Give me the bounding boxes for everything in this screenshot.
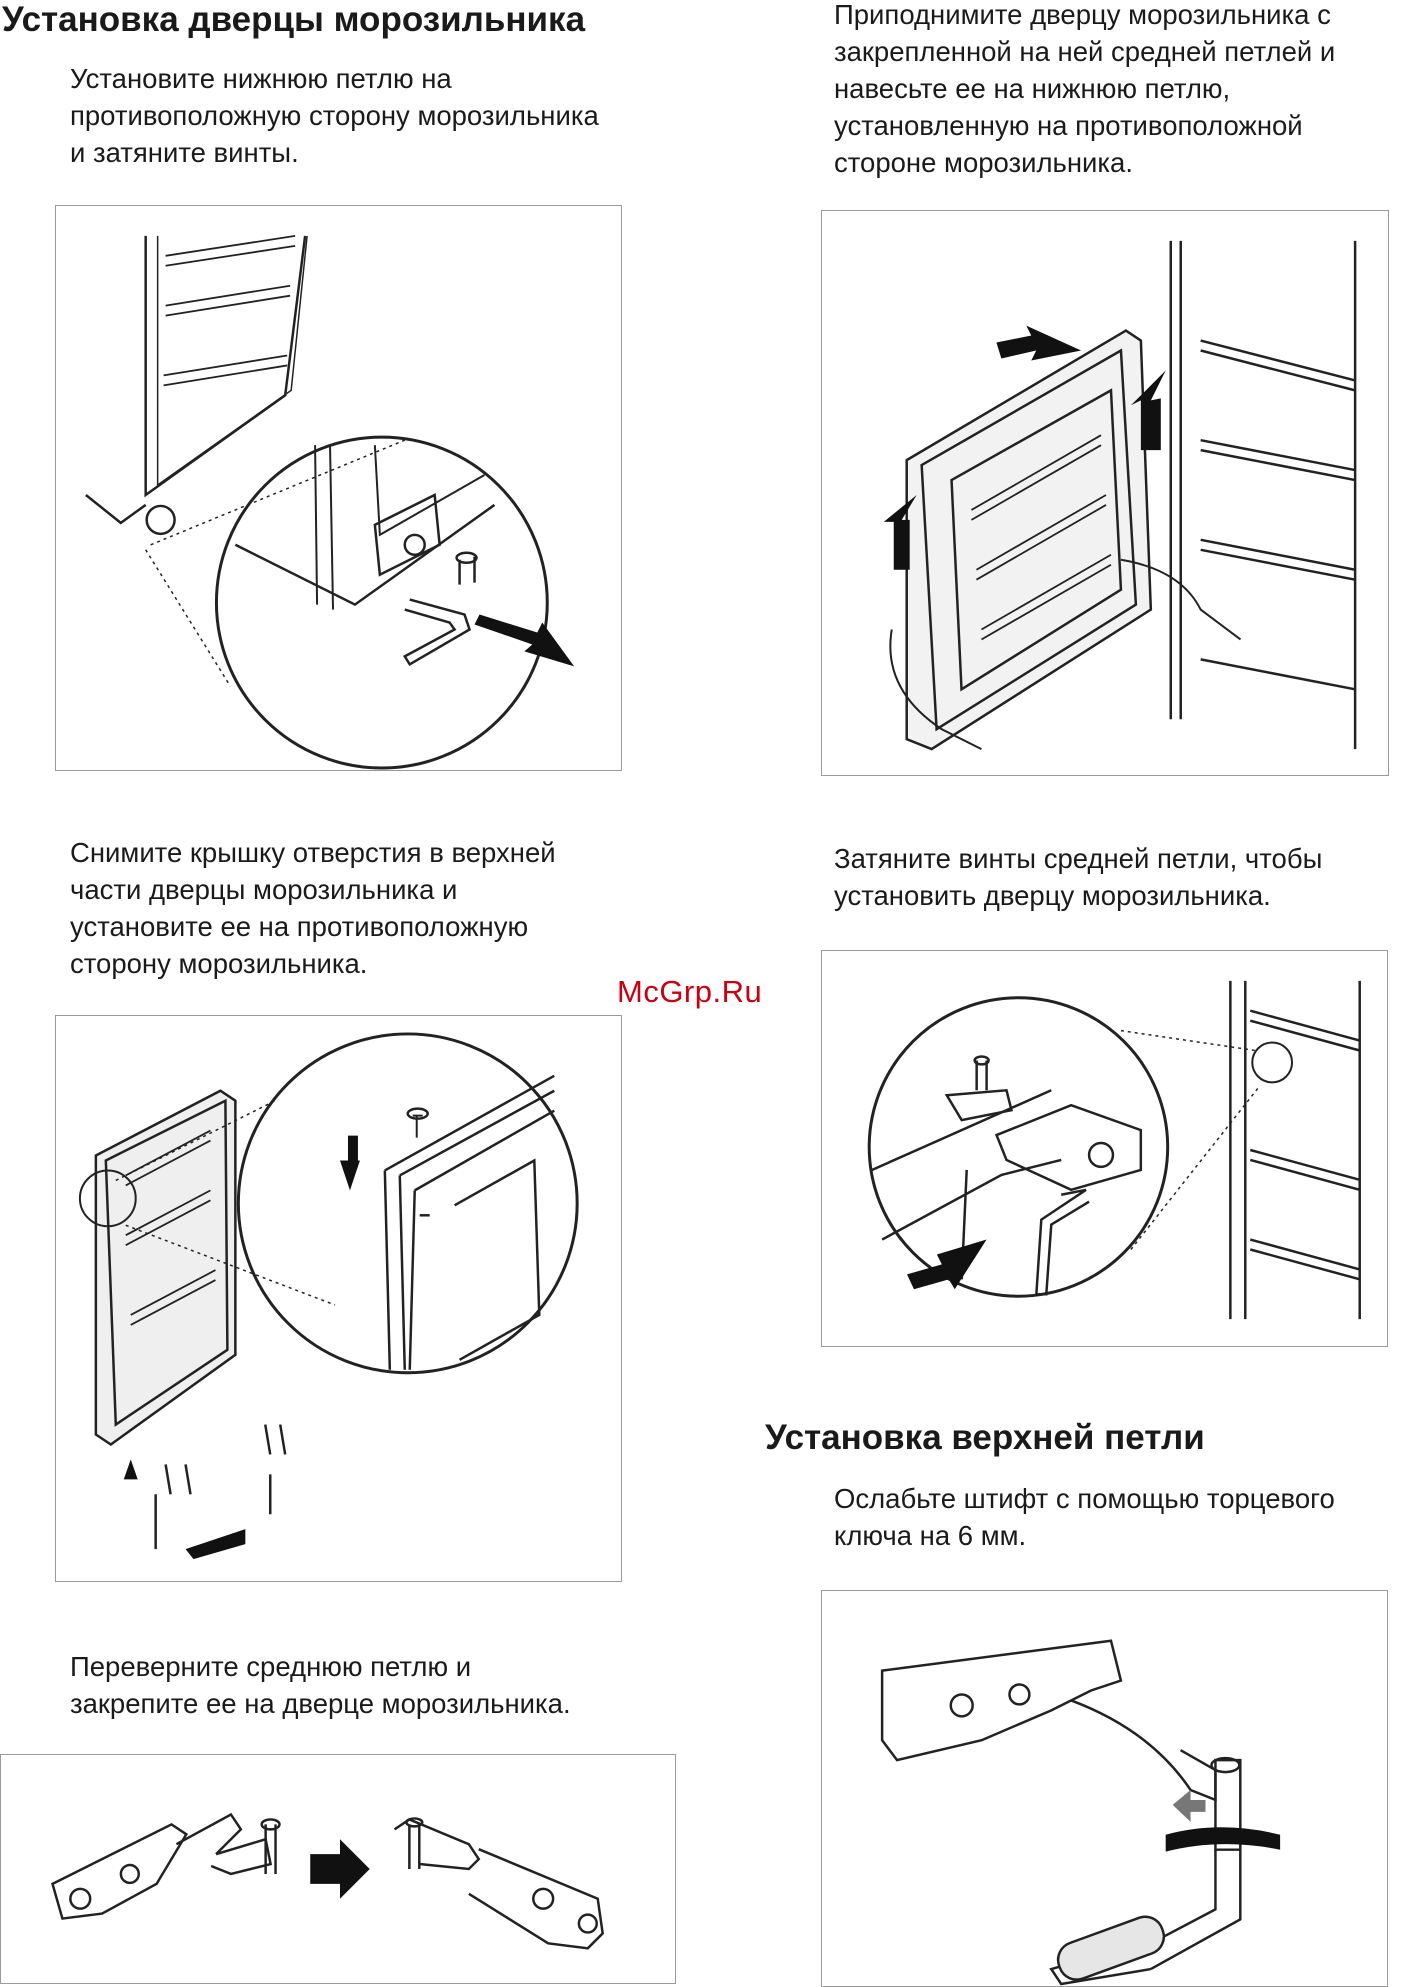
lower-hinge-illustration	[85, 235, 575, 770]
section-title-freezer-door: Установка дверцы морозильника	[2, 0, 586, 39]
loosen-pin-illustration	[880, 1639, 1281, 1986]
instruction-flip-middle-hinge: Переверните среднюю петлю и закрепите ее…	[70, 1651, 571, 1719]
flip-hinge-illustration	[51, 1812, 604, 1950]
figure-hole-cover	[55, 1015, 622, 1582]
hole-cover-illustration	[78, 1032, 579, 1560]
instruction-loosen-pin: Ослабьте штифт с помощью торцевого ключа…	[834, 1483, 1335, 1551]
instruction-install-lower-hinge: Установите нижнюю петлю на противоположн…	[70, 63, 599, 168]
instruction-lift-door: Приподнимите дверцу морозильника с закре…	[834, 0, 1336, 178]
instruction-tighten-middle-hinge: Затяните винты средней петли, чтобы уста…	[834, 843, 1323, 911]
figure-lower-hinge	[55, 205, 622, 771]
instruction-remove-hole-cover: Снимите крышку отверстия в верхней части…	[70, 837, 556, 979]
figure-loosen-pin	[821, 1590, 1388, 1987]
figure-lift-door	[821, 210, 1389, 776]
figure-middle-hinge	[821, 950, 1388, 1347]
section-title-upper-hinge: Установка верхней петли	[765, 1418, 1205, 1457]
watermark: McGrp.Ru	[617, 974, 763, 1009]
figure-flip-hinge	[0, 1754, 676, 1984]
middle-hinge-illustration	[867, 980, 1361, 1320]
lift-door-illustration	[883, 240, 1357, 751]
